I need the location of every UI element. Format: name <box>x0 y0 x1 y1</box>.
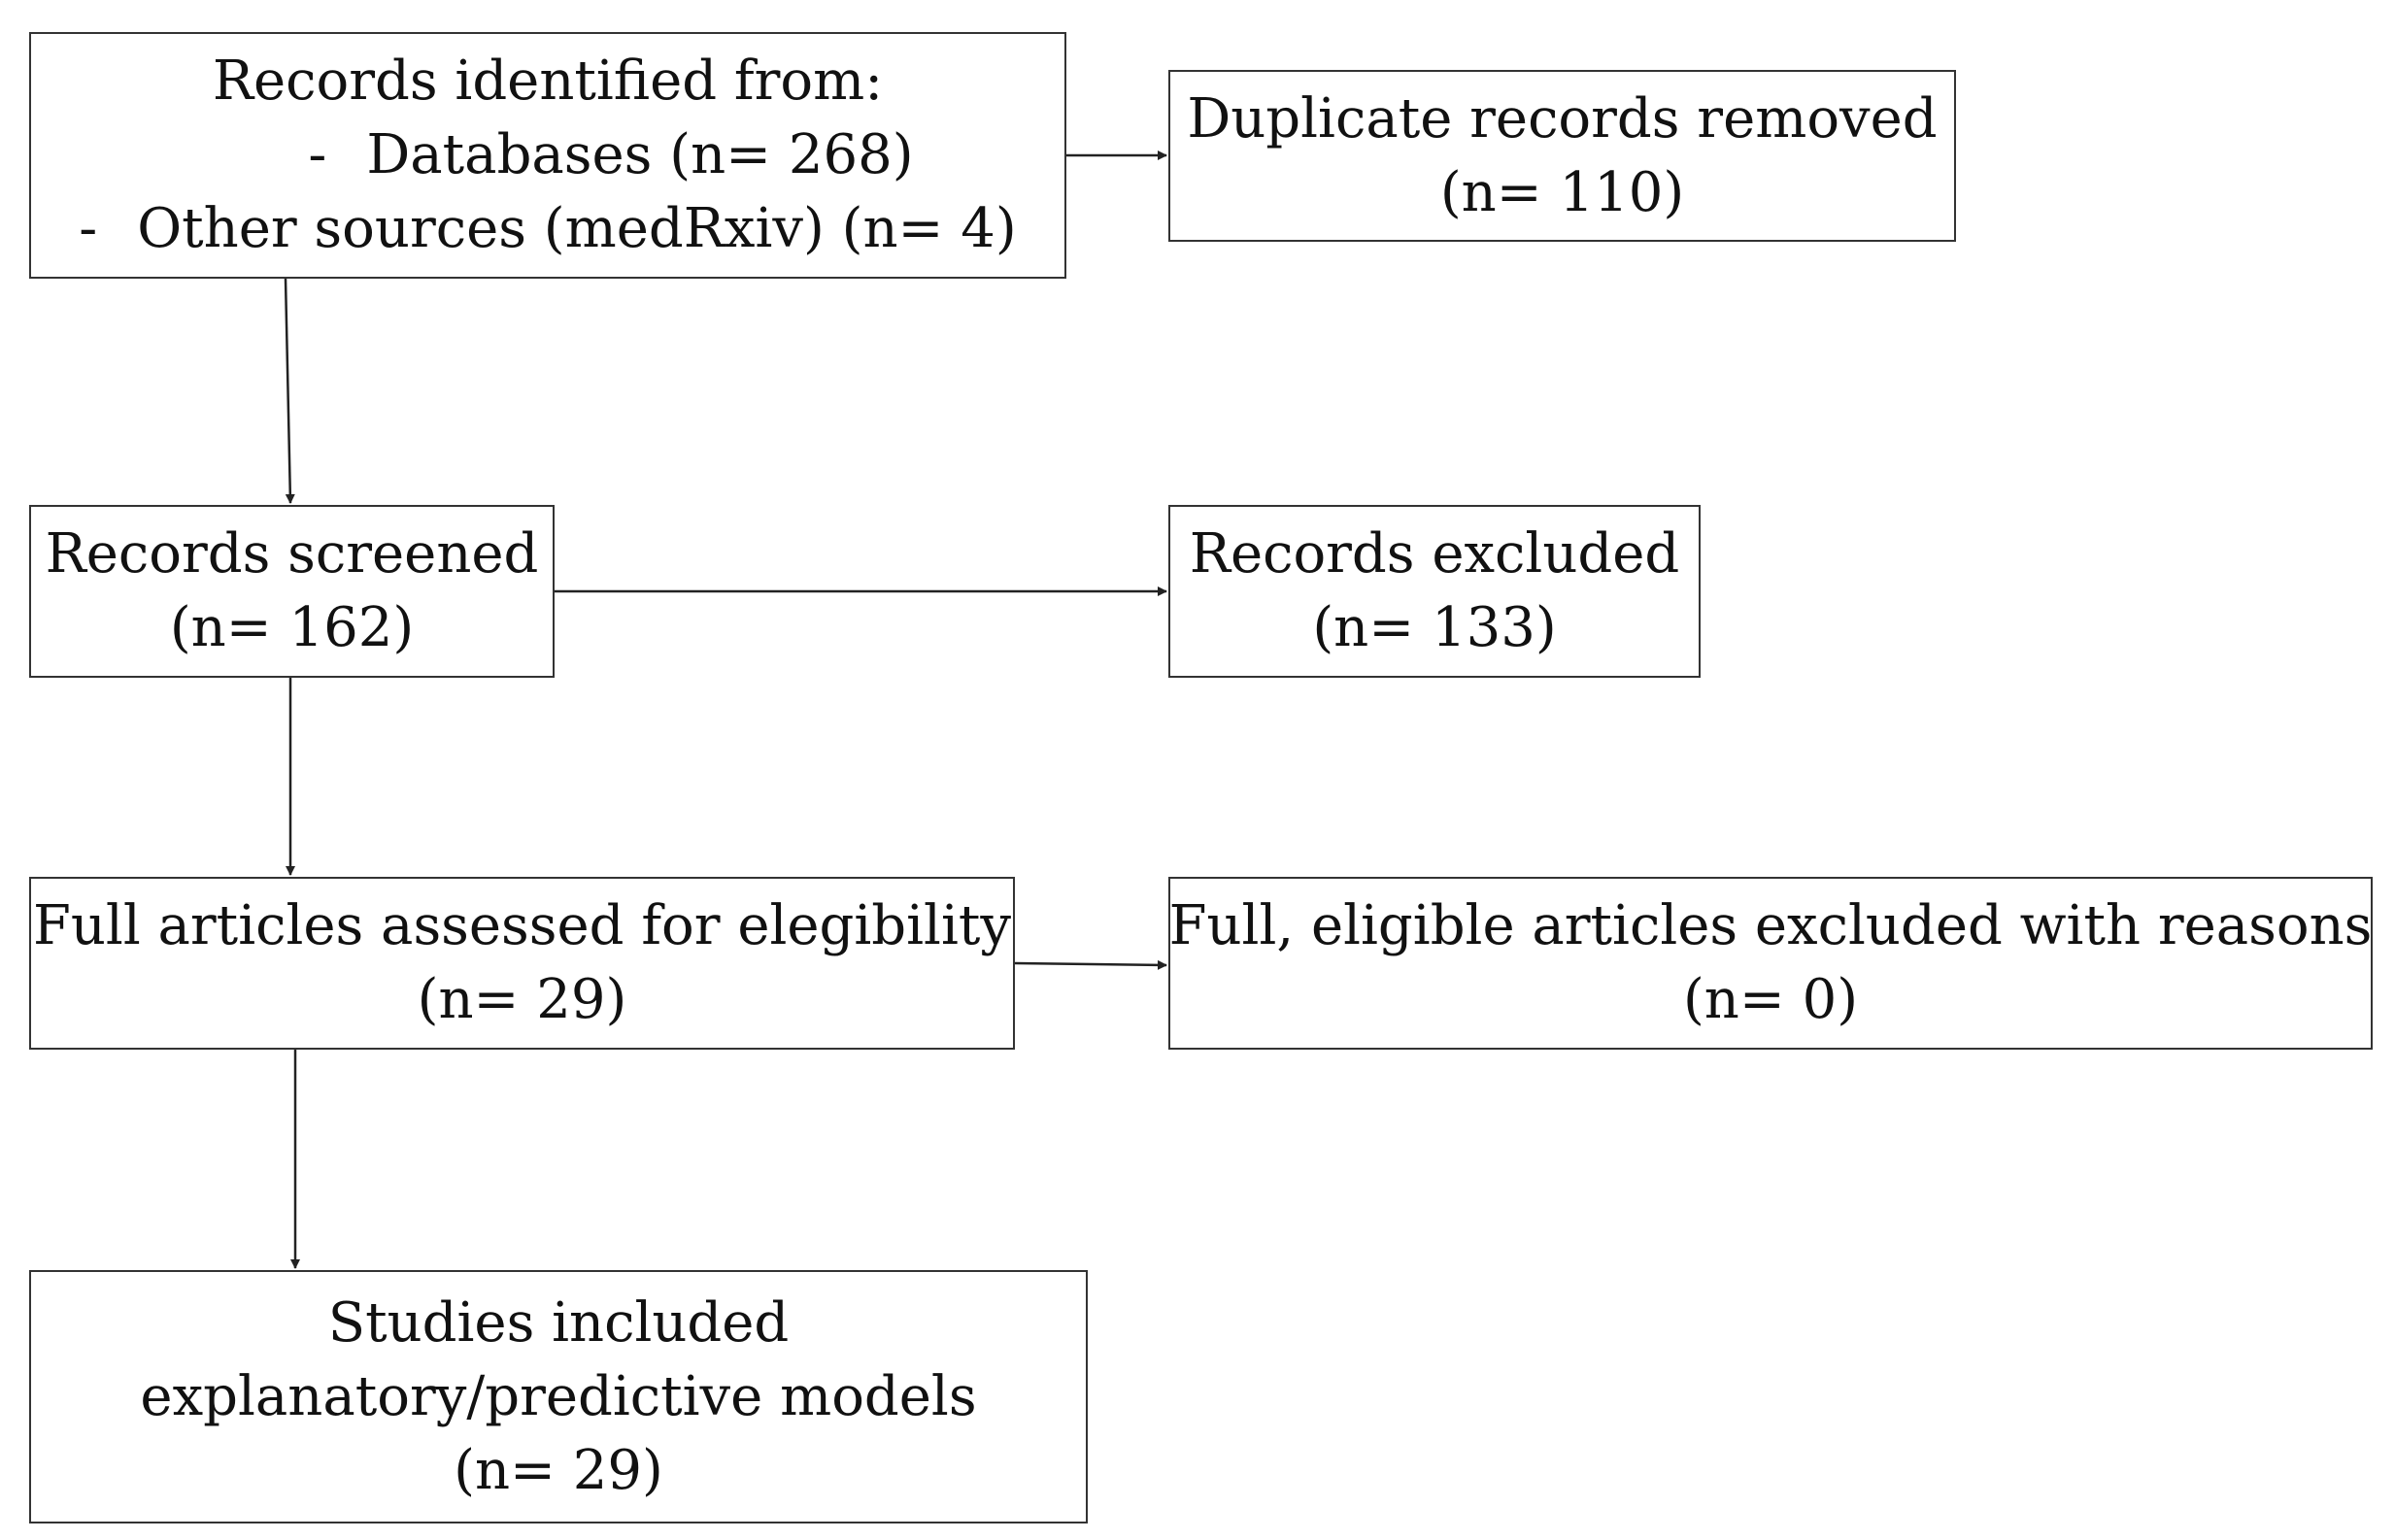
records-screened-box: Records screened (n= 162) <box>29 505 555 678</box>
duplicates-removed-box: Duplicate records removed (n= 110) <box>1168 70 1956 242</box>
source-other: -Other sources (medRxiv) (n= 4) <box>79 192 1017 266</box>
full-articles-excluded-box: Full, eligible articles excluded with re… <box>1168 877 2373 1050</box>
source-dash: - <box>308 123 327 186</box>
full-articles-excluded-count: (n= 0) <box>1682 968 1859 1031</box>
arrow-identified-to-screened <box>284 278 295 504</box>
records-screened-count: (n= 162) <box>169 596 415 659</box>
full-articles-assessed-count: (n= 29) <box>417 968 627 1031</box>
records-excluded-box: Records excluded (n= 133) <box>1168 505 1701 678</box>
records-screened-label: Records screened <box>45 522 539 586</box>
source-other-text: Other sources (medRxiv) (n= 4) <box>137 197 1017 260</box>
records-identified-box: Records identified from: -Databases (n= … <box>29 32 1066 279</box>
duplicates-removed-label: Duplicate records removed <box>1187 86 1938 151</box>
full-articles-excluded-label: Full, eligible articles excluded with re… <box>1168 894 2373 957</box>
records-excluded-count: (n= 133) <box>1312 596 1557 659</box>
source-dash: - <box>79 197 98 260</box>
duplicates-removed-count: (n= 110) <box>1439 160 1685 224</box>
source-databases: -Databases (n= 268) <box>182 118 913 192</box>
records-identified-heading: Records identified from: <box>212 50 884 113</box>
arrow-full-assessed-to-full-excluded <box>1014 959 1167 970</box>
studies-included-box: Studies included explanatory/predictive … <box>29 1270 1088 1523</box>
full-articles-assessed-box: Full articles assessed for elegibility (… <box>29 877 1015 1050</box>
studies-included-label-line1: Studies included <box>327 1290 790 1355</box>
studies-included-count: (n= 29) <box>454 1438 663 1502</box>
source-databases-text: Databases (n= 268) <box>366 123 914 186</box>
records-excluded-label: Records excluded <box>1189 522 1680 586</box>
studies-included-label-line2: explanatory/predictive models <box>140 1364 977 1428</box>
full-articles-assessed-label: Full articles assessed for elegibility <box>32 894 1011 957</box>
